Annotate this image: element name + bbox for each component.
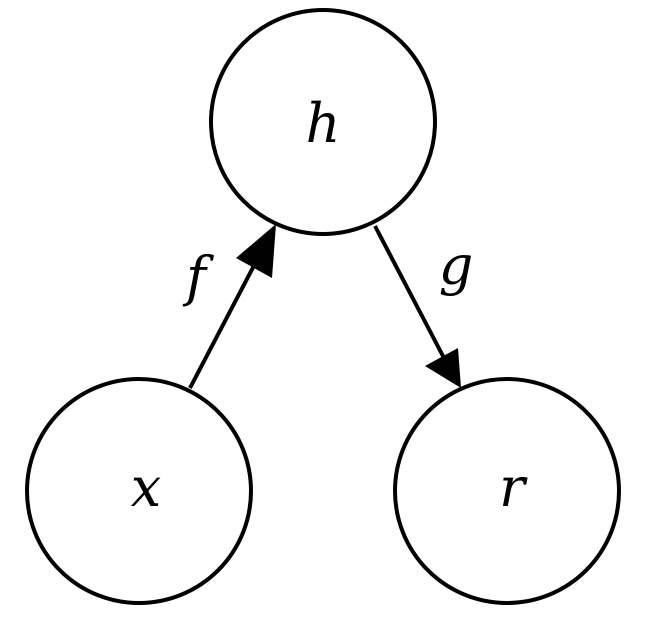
- node-r-circle: [393, 377, 621, 605]
- node-r: r: [393, 377, 621, 605]
- edge-f-line: [188, 255, 261, 389]
- node-x: x: [25, 377, 253, 605]
- node-r-label: r: [499, 456, 528, 519]
- edge-g-label: g: [439, 234, 474, 297]
- edge-g: g: [373, 225, 474, 388]
- edge-g-line: [373, 225, 446, 359]
- node-h: h: [209, 8, 437, 236]
- node-x-label: x: [131, 456, 161, 519]
- edge-f-arrowhead: [236, 224, 276, 278]
- node-h-circle: [209, 8, 437, 236]
- edge-g-arrowhead: [425, 348, 461, 388]
- node-h-label: h: [306, 92, 341, 155]
- edge-f-label: f: [182, 245, 214, 308]
- node-x-circle: [25, 377, 253, 605]
- edge-f: f: [182, 224, 276, 389]
